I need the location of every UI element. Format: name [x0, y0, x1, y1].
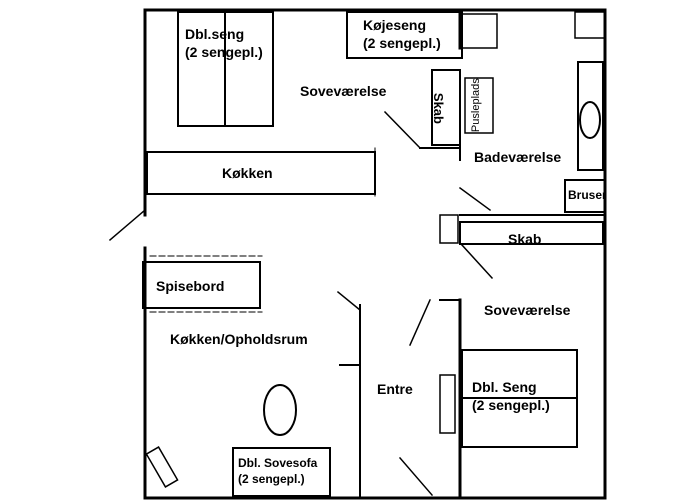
dining-table — [142, 261, 261, 309]
wardrobe-door-box — [439, 214, 459, 244]
bunk-bed-side — [461, 13, 498, 49]
shower — [564, 179, 606, 213]
door-living — [336, 290, 362, 312]
door-bath — [458, 186, 492, 212]
bath-sink — [579, 101, 601, 139]
changing-area-label: Pusleplads — [469, 78, 482, 133]
dining-table-label: Spisebord — [156, 278, 225, 294]
small-item — [145, 446, 179, 488]
wardrobe-top — [431, 69, 461, 146]
bunk-bed-label: Køjeseng (2 sengepl.) — [363, 17, 441, 52]
door-main — [108, 208, 147, 242]
headboard — [439, 374, 456, 434]
toilet — [574, 11, 606, 39]
wardrobe-right — [459, 221, 604, 245]
shower-label: Bruser — [568, 188, 607, 202]
room-label-kitchen-living: Køkken/Opholdsrum — [170, 331, 308, 347]
bath-counter — [577, 61, 604, 171]
room-label-bedroom-bottom: Soveværelse — [484, 302, 571, 318]
double-bed-bottom-label: Dbl. Seng (2 sengepl.) — [472, 379, 550, 414]
door-bedroom2 — [460, 243, 494, 280]
sofa-bed-label: Dbl. Sovesofa (2 sengepl.) — [238, 456, 318, 486]
room-label-entrance: Entre — [377, 381, 413, 397]
kitchen-label: Køkken — [222, 165, 273, 181]
door-bedroom-top — [383, 110, 422, 150]
wardrobe-top-label: Skab — [430, 92, 446, 124]
oval-table — [263, 384, 297, 436]
changing-area — [464, 77, 494, 134]
room-label-bedroom-top: Soveværelse — [300, 83, 387, 99]
wardrobe-right-label: Skab — [508, 231, 542, 247]
door-entrance — [398, 456, 434, 497]
room-label-bathroom: Badeværelse — [474, 149, 562, 165]
door-bedroom2-entry — [409, 299, 431, 346]
double-bed-top-label: Dbl.seng (2 sengepl.) — [185, 26, 263, 61]
sofa-bed — [232, 447, 331, 497]
